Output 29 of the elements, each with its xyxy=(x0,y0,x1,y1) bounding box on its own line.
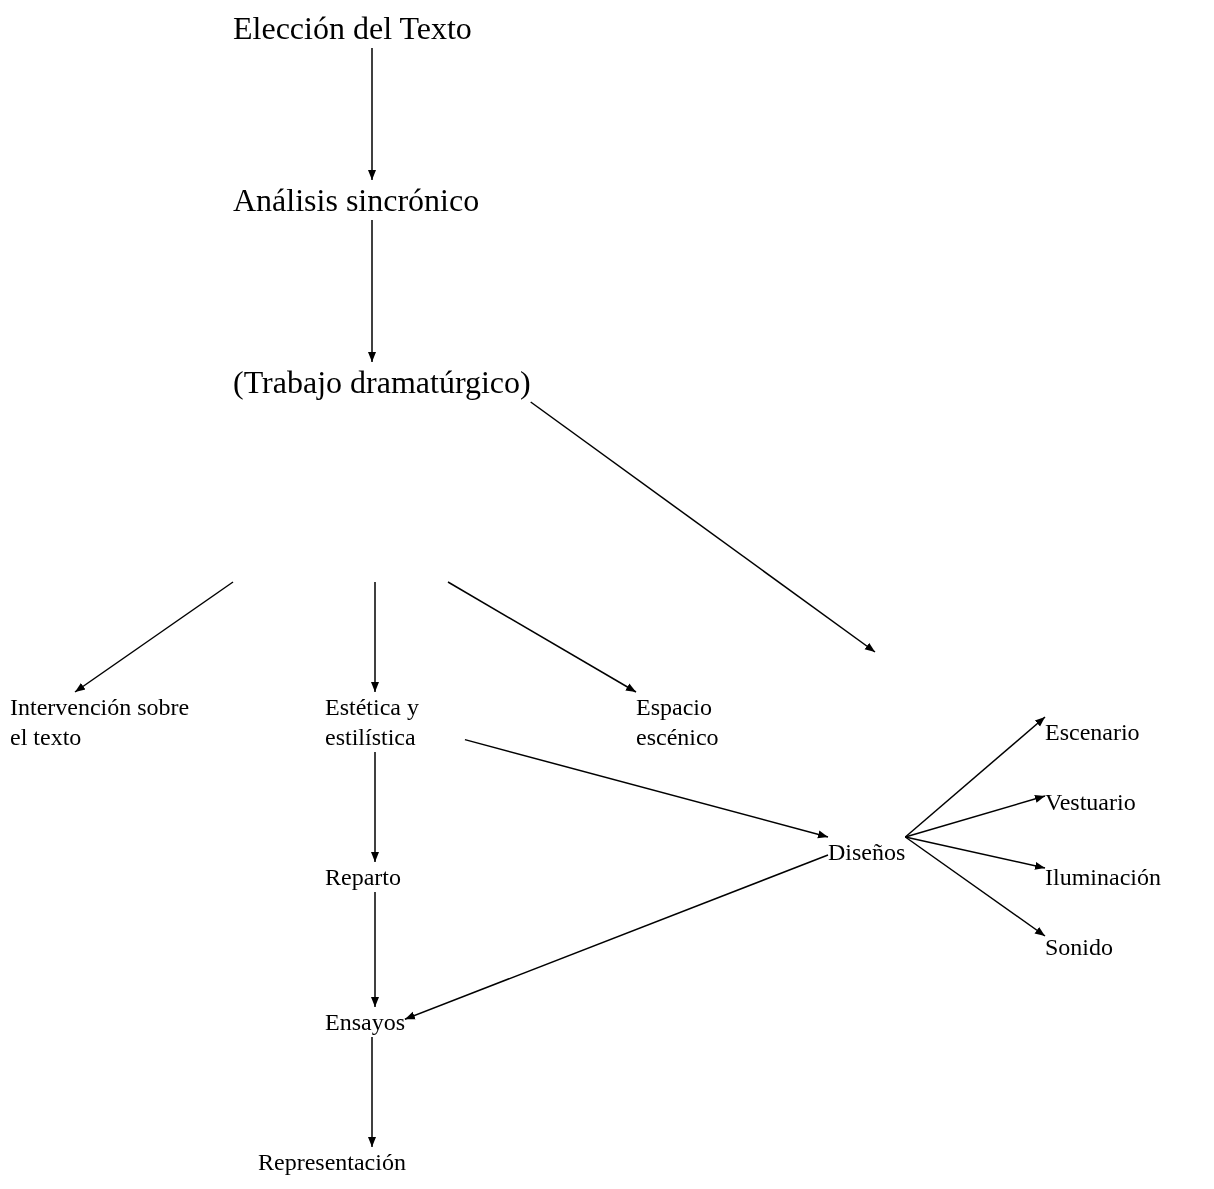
arrow xyxy=(464,738,829,839)
node-label: Ensayos xyxy=(325,1008,405,1037)
arrow xyxy=(371,891,379,1008)
node-label: Sonido xyxy=(1045,933,1113,962)
arrow xyxy=(371,751,379,863)
node-label: Estética y estilística xyxy=(325,693,420,752)
arrow xyxy=(904,716,1046,838)
node-label: Espacio escénico xyxy=(636,693,720,752)
node-label: Vestuario xyxy=(1045,788,1136,817)
arrow xyxy=(74,581,234,693)
arrow xyxy=(447,581,637,693)
arrow xyxy=(529,401,876,653)
node-label: Escenario xyxy=(1045,718,1140,747)
node-label: (Trabajo dramatúrgico) xyxy=(233,363,531,402)
node-label: Análisis sincrónico xyxy=(233,181,480,220)
node-label: Diseños xyxy=(828,838,906,867)
arrow xyxy=(404,854,829,1020)
arrow xyxy=(371,581,379,693)
node-label: Iluminación xyxy=(1045,863,1161,892)
node-label: Elección del Texto xyxy=(233,9,472,48)
arrow xyxy=(368,1036,376,1148)
arrow xyxy=(904,836,1046,937)
arrow xyxy=(904,836,1046,870)
arrow xyxy=(904,795,1046,838)
node-label: Intervención sobre el texto xyxy=(10,693,191,752)
arrow xyxy=(368,219,376,363)
arrow xyxy=(368,47,376,181)
node-label: Representación xyxy=(258,1148,406,1177)
node-label: Reparto xyxy=(325,863,401,892)
